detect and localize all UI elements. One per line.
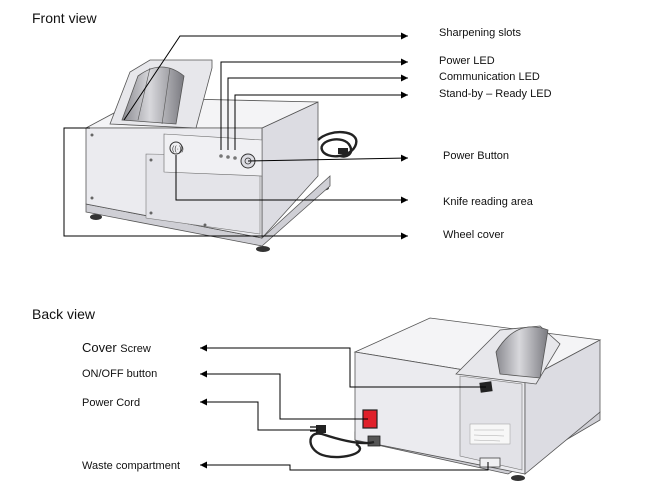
- leader-sharpening-slots: [123, 32, 408, 121]
- leader-standby-led: [234, 91, 408, 150]
- leader-power-cord: [200, 398, 318, 431]
- back-view-heading: Back view: [32, 306, 96, 322]
- label-communication-led: Communication LED: [439, 71, 540, 83]
- label-power-led: Power LED: [439, 55, 495, 67]
- label-waste-compartment: Waste compartment: [82, 460, 181, 472]
- leader-knife-reading: [175, 155, 408, 204]
- communication-led-icon: [226, 155, 230, 159]
- front-cord-plug: [338, 148, 348, 154]
- power-led-icon: [219, 154, 223, 158]
- label-cover-screw-sub: Screw: [120, 343, 151, 355]
- back-cord-plug: [316, 425, 326, 433]
- back-label-plate: [469, 423, 511, 445]
- back-sharpening-wheel: [495, 326, 549, 379]
- waste-drawer-icon: [479, 457, 501, 468]
- label-standby-led: Stand-by – Ready LED: [439, 88, 552, 100]
- power-socket-icon: [367, 435, 381, 447]
- leader-communication-led: [227, 74, 408, 150]
- back-power-cord: [309, 432, 375, 459]
- front-view-heading: Front view: [32, 10, 97, 26]
- front-device: ((·)): [85, 59, 358, 252]
- leader-power-button: [247, 154, 409, 162]
- leader-waste: [200, 461, 489, 471]
- label-wheel-cover: Wheel cover: [443, 229, 505, 241]
- front-foot-left: [90, 214, 102, 220]
- label-knife-reading-area: Knife reading area: [443, 196, 533, 208]
- leader-power-led: [220, 58, 408, 150]
- front-foot-right: [256, 246, 270, 252]
- front-power-cord: [317, 131, 358, 158]
- leader-wheel-cover: [63, 127, 408, 240]
- knife-reading-icon: [169, 141, 183, 155]
- front-control-panel: [163, 133, 263, 177]
- standby-led-icon: [233, 156, 237, 160]
- label-cover-screw-main: Cover: [82, 340, 121, 355]
- label-sharpening-slots: Sharpening slots: [439, 27, 521, 39]
- leader-cover-screw: [200, 344, 486, 388]
- leader-onoff: [200, 370, 368, 420]
- label-cover-screw: Cover Screw: [82, 341, 151, 356]
- back-device: [309, 317, 602, 481]
- label-power-button: Power Button: [443, 150, 510, 162]
- back-side-panel: [524, 339, 601, 475]
- back-inset-panel: [459, 375, 523, 471]
- label-onoff-button: ON/OFF button: [82, 368, 158, 380]
- label-power-cord: Power Cord: [82, 397, 141, 409]
- svg-text:((·)): ((·)): [172, 146, 184, 153]
- front-sharpening-wheel: [121, 66, 185, 125]
